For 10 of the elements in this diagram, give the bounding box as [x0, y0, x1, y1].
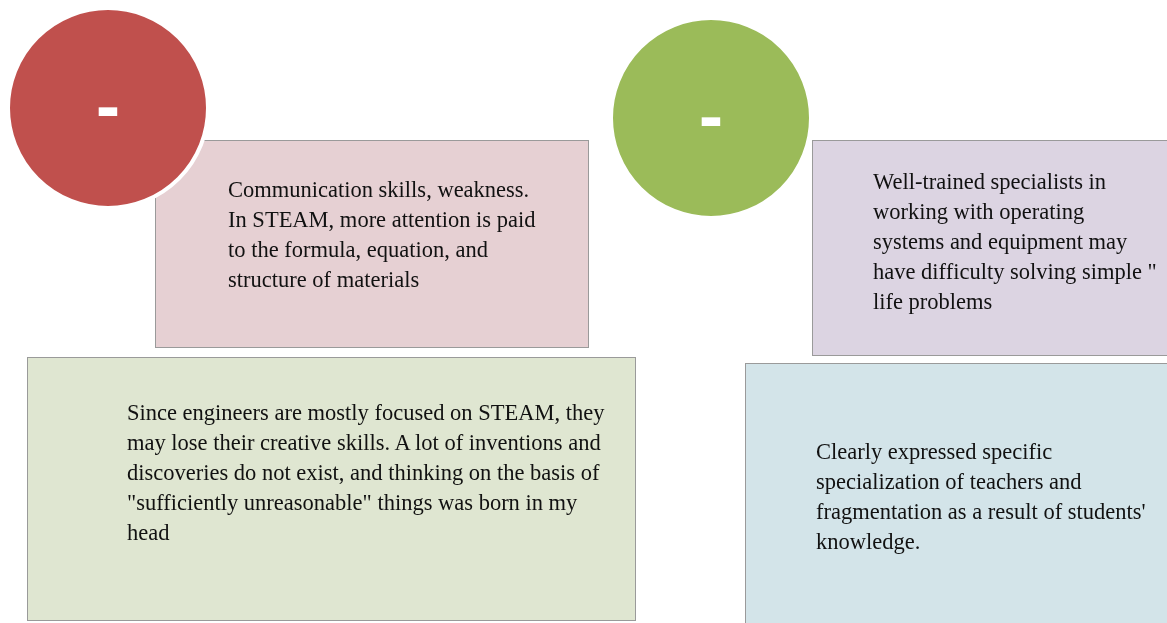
text-box	[27, 357, 636, 621]
dash-mark: -	[95, 78, 121, 138]
text-box	[745, 363, 1167, 623]
box-text: Clearly expressed specific specialization of teachers and fragmentation as a result of students' knowledge.	[816, 438, 1147, 556]
text-box	[812, 140, 1167, 356]
box-text: Well-trained specialists in working with operating systems and equipment may have difficulty solving simple " life problems	[873, 168, 1158, 316]
dash-mark: -	[698, 88, 724, 148]
box-text: Communication skills, weakness. In STEAM, more attention is paid to the formula, equation, and structure of materials	[228, 176, 537, 294]
box-text: Since engineers are mostly focused on STEAM, they may lose their creative skills. A lot of inventions and discoveries do not exist, and thinking on the basis of "sufficiently unreasonable" things was born in my head	[127, 399, 606, 547]
text-box	[155, 140, 589, 348]
